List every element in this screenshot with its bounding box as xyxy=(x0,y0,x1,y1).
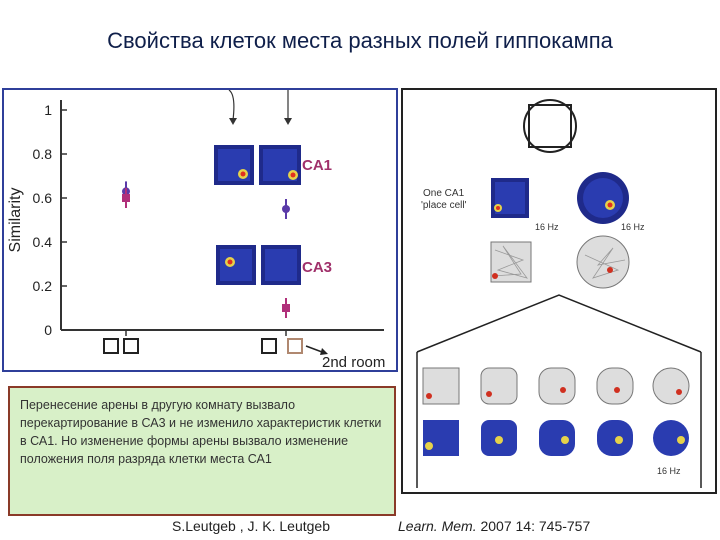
cell-label-line2: 'place cell' xyxy=(421,200,467,211)
top-rate-maps xyxy=(491,172,629,224)
author-credit: S.Leutgeb , J. K. Leutgeb xyxy=(172,518,331,534)
y-tick-label-5: 1 xyxy=(44,102,52,118)
similarity-chart: 0 0.2 0.4 0.6 0.8 1 Similarity CA1 xyxy=(7,90,385,370)
trajectory-plots xyxy=(490,235,630,289)
similarity-figure-panel: 0 0.2 0.4 0.6 0.8 1 Similarity CA1 xyxy=(2,88,398,372)
arena-square-icon xyxy=(528,104,572,148)
morph-rate-maps xyxy=(423,420,689,456)
slide-title: Свойства клеток места разных полей гиппо… xyxy=(107,28,613,53)
data-points xyxy=(122,181,290,318)
room-box-1 xyxy=(103,338,119,354)
ca3-label: CA3 xyxy=(302,259,332,276)
hz-label-2: 16 Hz xyxy=(621,222,645,232)
ca1-label: CA1 xyxy=(302,157,332,174)
hz-label-1: 16 Hz xyxy=(535,222,559,232)
place-cell-figure-panel: One CA1 'place cell' 16 Hz 16 Hz xyxy=(401,88,717,494)
room-arrow-head xyxy=(320,348,328,355)
place-cell-diagram: One CA1 'place cell' 16 Hz 16 Hz xyxy=(416,99,702,488)
hz-label-3: 16 Hz xyxy=(657,466,681,476)
ca1-rate-maps xyxy=(214,145,301,185)
y-tick-label-4: 0.8 xyxy=(33,146,53,162)
y-tick-label-0: 0 xyxy=(44,322,52,338)
citation: Learn. Mem. 2007 14: 745-757 xyxy=(398,518,590,534)
point-CA1-1 xyxy=(282,205,290,213)
room-arrow xyxy=(305,345,323,353)
roof-outline xyxy=(416,294,702,353)
y-tick-label-2: 0.4 xyxy=(33,234,53,250)
second-room-label: 2nd room xyxy=(322,354,385,370)
room-box-3 xyxy=(261,338,277,354)
arena-circle-icon xyxy=(523,99,577,153)
caption-box: Перенесение арены в другую комнату вызва… xyxy=(8,386,396,516)
top-arrow-right-head xyxy=(284,118,292,125)
top-arrow-left xyxy=(228,90,235,121)
point-CA3-1 xyxy=(282,304,290,312)
citation-journal: Learn. Mem. xyxy=(398,518,477,534)
y-axis-label: Similarity xyxy=(7,188,24,253)
room-box-2 xyxy=(123,338,139,354)
y-tick-label-3: 0.6 xyxy=(33,190,53,206)
ca3-rate-maps xyxy=(216,245,301,285)
cell-label-line1: One CA1 xyxy=(423,188,465,199)
y-ticks: 0 0.2 0.4 0.6 0.8 1 xyxy=(33,102,67,338)
morph-trajectories xyxy=(422,367,690,405)
room-box-4 xyxy=(287,338,303,354)
point-CA3-0 xyxy=(122,194,130,202)
top-arrow-left-head xyxy=(229,118,237,125)
y-tick-label-1: 0.2 xyxy=(33,278,53,294)
citation-details: 2007 14: 745-757 xyxy=(476,518,591,534)
